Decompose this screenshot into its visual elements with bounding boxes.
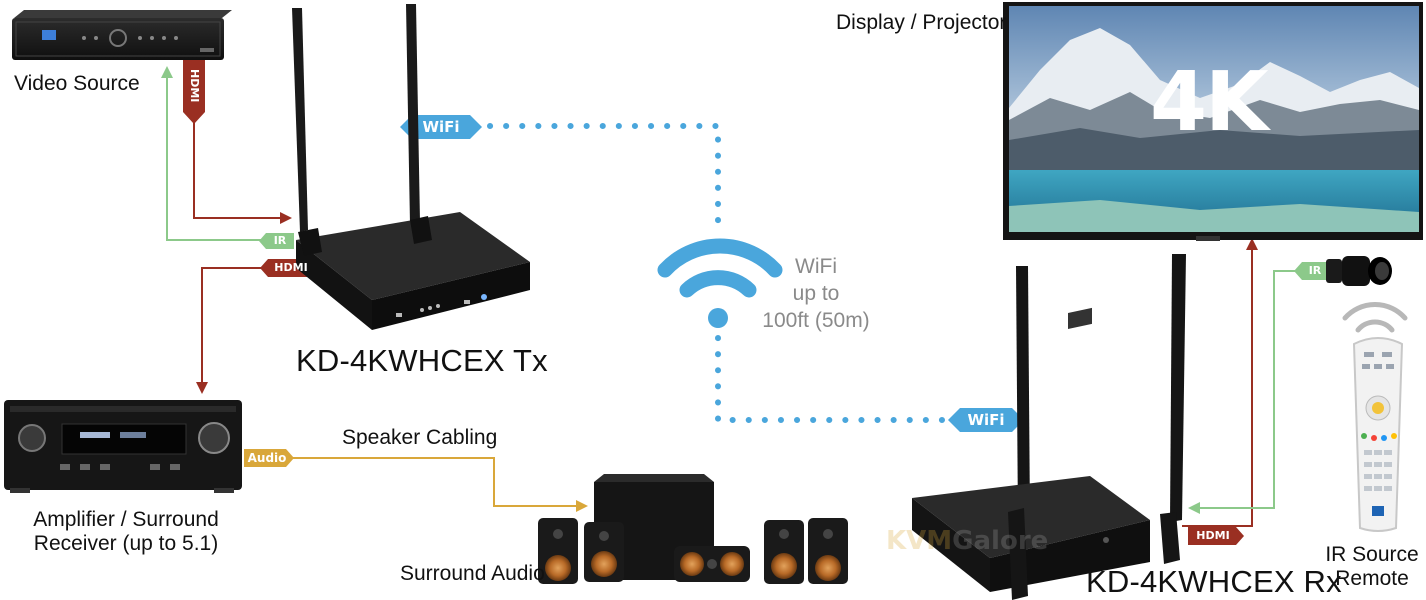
- wifi-range-label: WiFi up to 100ft (50m): [756, 253, 876, 334]
- speaker-4: [808, 518, 848, 584]
- amplifier-label-line1: Amplifier / Surround: [33, 508, 219, 531]
- hdmi-tag-vertical: [183, 60, 205, 124]
- wifi-tag-tx-shape: [400, 115, 482, 139]
- wifi-tag-rx-shape: [948, 408, 1024, 432]
- tx-device: [292, 4, 530, 330]
- wifi-tag-tx: WiFi: [422, 118, 460, 136]
- wifi-tag-rx: WiFi: [967, 411, 1005, 429]
- surround-speakers: [538, 474, 848, 584]
- hdmi-line-source-to-tx: [193, 48, 292, 224]
- ir-tag-tx-shape: [259, 233, 294, 249]
- ir-source-label: IR Source Remote: [1322, 543, 1422, 591]
- video-source-label: Video Source: [14, 72, 140, 95]
- watermark-part2: Galore: [952, 526, 1049, 556]
- speaker-3: [764, 520, 804, 584]
- surround-audio-label: Surround Audio: [400, 562, 545, 585]
- wifi-range-line1: WiFi: [795, 255, 837, 278]
- tx-label: KD-4KWHCEX Tx: [296, 343, 548, 378]
- ir-remote: [1342, 302, 1408, 532]
- hdmi-tag-tx: HDMI: [274, 261, 308, 274]
- speaker-cabling-label: Speaker Cabling: [342, 426, 498, 449]
- hdmi-tag-vertical-text: HDMI: [188, 69, 201, 103]
- speaker-center: [674, 546, 750, 582]
- ir-source-label-line1: IR Source: [1325, 543, 1419, 566]
- hdmi-tag-rx: HDMI: [1196, 529, 1230, 542]
- ir-tag-rx-shape: [1294, 262, 1328, 280]
- watermark-part1: KVM: [886, 526, 953, 556]
- audio-tag-shape: [244, 449, 294, 467]
- ir-source-label-line2: Remote: [1335, 567, 1409, 591]
- ir-receiver-eye: [1326, 256, 1392, 286]
- watermark: KVMGalore: [886, 526, 1048, 556]
- amplifier-receiver: [4, 400, 242, 493]
- rx-label: KD-4KWHCEX Rx: [1086, 564, 1342, 599]
- wifi-range-line3: 100ft (50m): [762, 309, 870, 332]
- wifi-icon: [657, 238, 783, 328]
- screen-4k-text: 4K: [1150, 55, 1269, 150]
- ir-tag-rx: IR: [1308, 264, 1322, 277]
- ir-tag-tx: IR: [273, 234, 287, 247]
- audio-line: [244, 457, 588, 512]
- speaker-1: [538, 518, 578, 584]
- hdmi-line-rx-to-display: [1182, 238, 1258, 527]
- rx-device: [912, 254, 1186, 600]
- display-projector: [1003, 2, 1423, 241]
- hdmi-tag-rx-shape: [1188, 527, 1244, 545]
- ir-line-tx: [161, 66, 288, 241]
- amplifier-label-line2: Receiver (up to 5.1): [33, 532, 219, 556]
- wifi-dotted-path: [487, 123, 953, 423]
- display-label: Display / Projector: [836, 11, 1007, 34]
- hdmi-line-tx-to-amp: [196, 267, 290, 394]
- amplifier-label: Amplifier / Surround Receiver (up to 5.1…: [28, 508, 224, 556]
- video-source-device: [12, 10, 232, 60]
- ir-line-rx: [1188, 270, 1296, 514]
- wifi-range-line2: up to: [792, 282, 840, 305]
- speaker-2: [584, 522, 624, 582]
- audio-tag: Audio: [247, 451, 287, 465]
